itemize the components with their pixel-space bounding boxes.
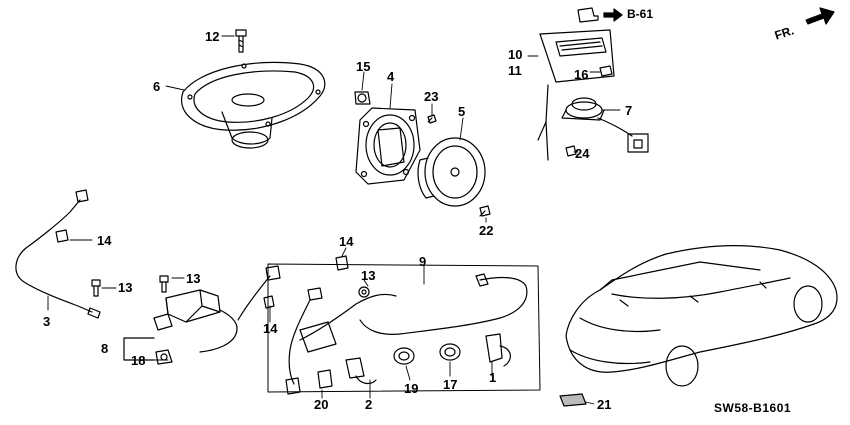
- vehicle-outline: [565, 245, 838, 387]
- label-part-8: 8: [101, 341, 109, 356]
- label-part-14-a: 14: [97, 233, 112, 248]
- label-part-14-b: 14: [263, 321, 278, 336]
- label-part-16: 16: [574, 67, 589, 82]
- antenna-amplifier-part-8: [153, 265, 281, 353]
- round-speaker-part-5: [417, 137, 486, 207]
- label-part-17: 17: [443, 377, 458, 392]
- label-part-13-b: 13: [186, 271, 201, 286]
- clip-part-14c: [335, 255, 349, 271]
- label-part-6: 6: [153, 79, 161, 94]
- label-part-22: 22: [479, 223, 494, 238]
- label-part-13-a: 13: [118, 280, 133, 295]
- leader-lines: [47, 35, 621, 405]
- label-part-21: 21: [597, 397, 612, 412]
- label-part-19: 19: [404, 381, 419, 396]
- tweeter-part-7: [561, 97, 649, 153]
- label-part-5: 5: [458, 104, 466, 119]
- clip-ref-b61: [577, 7, 623, 23]
- label-part-4: 4: [387, 69, 395, 84]
- bolt-part-13b: [159, 275, 169, 293]
- clip-part-15: [354, 91, 371, 105]
- label-part-9: 9: [419, 254, 427, 269]
- label-part-18: 18: [131, 353, 146, 368]
- tweeter-leader-lines: [537, 84, 549, 161]
- front-direction-arrow: [805, 7, 835, 25]
- label-part-2: 2: [365, 397, 373, 412]
- screw-part-22: [479, 205, 491, 217]
- label-part-7: 7: [625, 103, 633, 118]
- clamp-part-1: [485, 333, 511, 367]
- label-part-23: 23: [424, 89, 439, 104]
- label-part-1: 1: [489, 370, 497, 385]
- grommet-part-17: [439, 343, 461, 361]
- wire-harness-part-9: [267, 263, 541, 395]
- bolt-part-13c: [358, 286, 370, 298]
- label-part-24: 24: [575, 146, 590, 161]
- bolt-part-12: [235, 29, 247, 53]
- bracket-part-8: [123, 337, 155, 361]
- oval-speaker-part-6: [181, 61, 326, 149]
- reference-label: B-61: [627, 7, 654, 21]
- bolt-part-13a: [91, 279, 101, 297]
- label-part-20: 20: [314, 397, 329, 412]
- screw-part-24: [565, 145, 577, 157]
- clamp-part-2: [345, 357, 377, 385]
- diagram-code: SW58-B1601: [714, 401, 792, 415]
- clip-part-16: [599, 65, 613, 77]
- pad-part-21: [559, 393, 587, 407]
- speaker-bracket-part-4: [355, 107, 421, 185]
- clip-part-14b: [263, 295, 275, 309]
- clip-part-20: [317, 369, 333, 389]
- label-part-10: 10: [508, 47, 523, 62]
- label-part-13-c: 13: [361, 268, 376, 283]
- label-part-12: 12: [205, 29, 220, 44]
- tweeter-cover-part-10-11: [539, 29, 615, 83]
- label-part-14-c: 14: [339, 234, 354, 249]
- grommet-part-19: [393, 347, 415, 365]
- label-part-15: 15: [356, 59, 371, 74]
- grommet-part-18: [155, 349, 173, 365]
- antenna-cord-part-3: [15, 189, 101, 319]
- label-part-11: 11: [508, 63, 522, 78]
- label-part-3: 3: [43, 314, 51, 329]
